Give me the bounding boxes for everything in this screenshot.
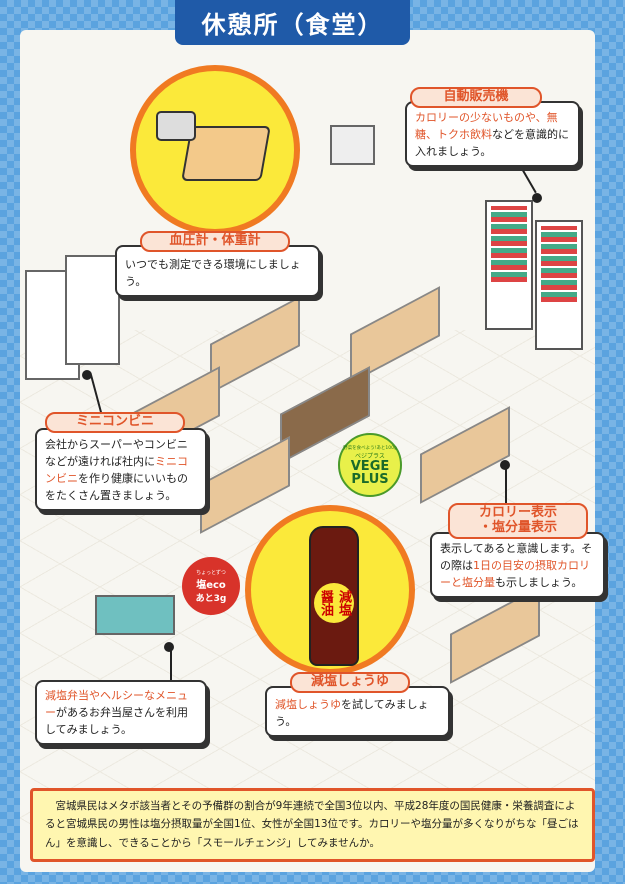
vege-badge-sub: ベジプラス — [355, 452, 385, 460]
soy-highlight: 減塩しょうゆ — [275, 698, 341, 711]
connector-dot — [164, 642, 174, 652]
bento-counter — [95, 595, 175, 635]
mini-highlight: ミニコンビニ — [45, 455, 188, 486]
vending-machine — [535, 220, 583, 350]
scale-text: いつでも測定できる環境にしましょう。 — [125, 258, 301, 289]
summary-box: 宮城県民はメタボ該当者とその予備群の割合が9年連続で全国3位以内、平成28年度の… — [30, 788, 595, 862]
vending-highlight: カロリーの少ないものや、無糖、 — [415, 111, 558, 142]
vending-highlight: トクホ飲料 — [437, 128, 492, 142]
calorie-label-line: カロリー表示 — [478, 505, 557, 520]
calorie-text: 表示してあると意識します。その際は — [440, 542, 593, 573]
vege-badge-main: PLUS — [351, 471, 389, 487]
connector-dot — [532, 193, 542, 203]
calorie-highlight: 1日の目安の摂取カロリーと塩分量 — [440, 559, 590, 590]
calorie-label-line: ・塩分量表示 — [478, 519, 557, 535]
connector-dot — [500, 460, 510, 470]
mini-convenience-shelf — [65, 255, 120, 365]
scale-desk — [330, 125, 375, 165]
scale-callout: いつでも測定できる環境にしましょう。 — [115, 245, 320, 298]
soy-callout: 減塩しょうゆを試してみましょう。 — [265, 686, 450, 738]
vending-label: 自動販売機 — [410, 87, 542, 108]
vending-text: などを意識的に入れましょう。 — [415, 128, 569, 159]
mini-convenience-callout: 会社からスーパーやコンビニなどが遠ければ社内にミニコンビニを作り健康にいいものを… — [35, 428, 207, 512]
soy-sauce-bottle-icon: 減塩醤油 — [309, 526, 359, 666]
connector-line — [170, 645, 172, 685]
bento-highlight: 減塩弁当やヘルシーなメニュー — [45, 689, 188, 720]
eco-badge-top: ちょっとずつ — [196, 569, 226, 576]
bento-callout: 減塩弁当やヘルシーなメニューがあるお弁当屋さんを利用してみましょう。 — [35, 680, 207, 746]
calorie-label: カロリー表示・塩分量表示 — [448, 503, 588, 539]
soy-sauce-circle: 減塩醤油 — [245, 505, 415, 675]
connector-line — [505, 465, 507, 510]
vege-badge-top: 野菜を食べよう!あと100g — [343, 445, 397, 451]
mini-convenience-label: ミニコンビニ — [45, 412, 185, 433]
soy-label: 減塩しょうゆ — [290, 672, 410, 693]
scale-circle — [130, 65, 300, 235]
soy-text: を試してみましょう。 — [275, 698, 429, 729]
scale-label: 血圧計・体重計 — [140, 231, 290, 252]
bento-text: があるお弁当屋さんを利用してみましょう。 — [45, 706, 188, 737]
vege-badge-main: VEGE — [350, 458, 390, 474]
mini-text: 会社からスーパーやコンビニなどが遠ければ社内に — [45, 438, 188, 469]
vege-plus-badge: 野菜を食べよう!あと100g ベジプラス VEGE PLUS — [338, 433, 402, 497]
calorie-text: も示しましょう。 — [495, 576, 583, 590]
calorie-callout: 表示してあると意識します。その際は1日の目安の摂取カロリーと塩分量も示しましょう… — [430, 532, 605, 599]
eco-badge-sub: あと3g — [195, 593, 227, 604]
connector-dot — [82, 370, 92, 380]
salt-eco-badge: ちょっとずつ 塩eco あと3g — [182, 557, 240, 615]
vending-machine — [485, 200, 533, 330]
mini-text: を作り健康にいいものをたくさん置きましょう。 — [45, 472, 188, 503]
vending-callout: カロリーの少ないものや、無糖、トクホ飲料などを意識的に入れましょう。 — [405, 101, 580, 168]
blood-pressure-monitor-icon — [156, 111, 196, 141]
bottle-label: 減塩醤油 — [314, 583, 354, 623]
eco-badge-main: 塩eco — [196, 579, 226, 591]
page-title: 休憩所（食堂） — [175, 0, 410, 45]
